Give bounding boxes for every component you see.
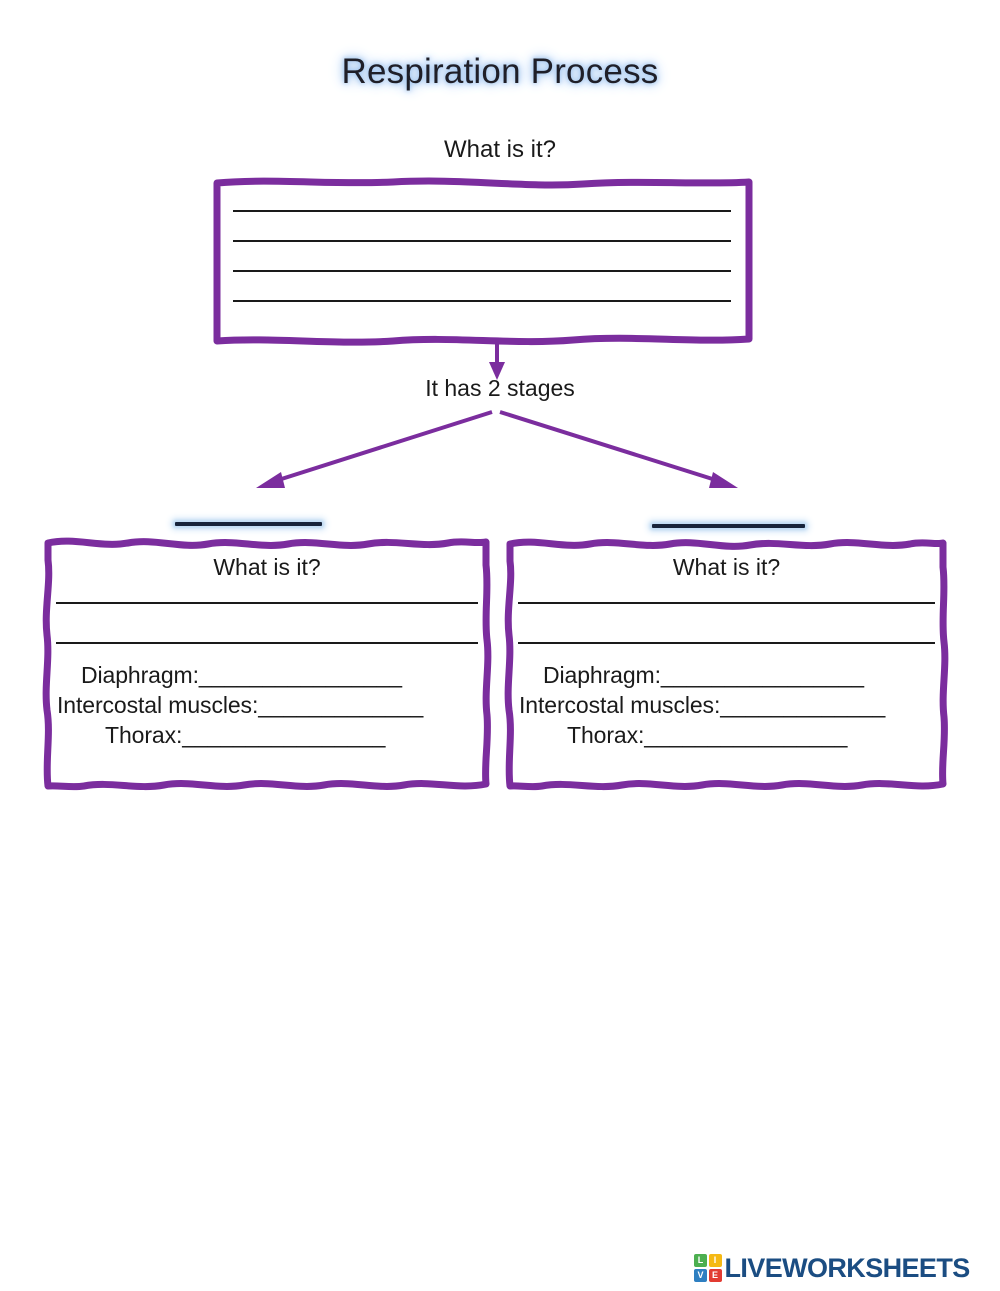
stage-left-field-intercostal-blank[interactable]: _____________ — [258, 692, 424, 719]
stage-right-field-thorax[interactable]: Thorax:________________ — [505, 720, 948, 750]
stage-right-field-diaphragm-label: Diaphragm: — [543, 662, 661, 688]
stage-left-field-thorax-label: Thorax: — [105, 722, 183, 749]
wavy-border-left-box — [42, 537, 492, 791]
stage-right-field-thorax-blank[interactable]: ________________ — [644, 722, 848, 749]
logo-tile-l: L — [694, 1254, 707, 1268]
arrow-down-icon — [489, 344, 505, 380]
stage-left-name-blank[interactable] — [175, 522, 322, 526]
stage-right-field-list: Diaphragm:________________ Intercostal m… — [505, 660, 948, 750]
stage-right-inner: What is it? Diaphragm:________________ I… — [505, 535, 948, 792]
stage-left-field-diaphragm[interactable]: Diaphragm:________________ — [43, 660, 491, 690]
stage-right-box[interactable]: What is it? Diaphragm:________________ I… — [504, 535, 949, 792]
stage-left-field-intercostal[interactable]: Intercostal muscles:_____________ — [43, 690, 491, 720]
answer-rule[interactable] — [233, 210, 731, 212]
answer-rule-list — [233, 210, 731, 330]
stage-left-inner: What is it? Diaphragm:________________ I… — [43, 535, 491, 792]
top-question-label: What is it? — [443, 136, 557, 163]
stage-right-field-diaphragm-blank[interactable]: ________________ — [660, 662, 864, 688]
stage-right-answer-rule[interactable] — [518, 602, 935, 604]
stage-right-field-intercostal-label: Intercostal muscles: — [519, 692, 721, 719]
answer-rule[interactable] — [233, 270, 731, 272]
stage-left-field-diaphragm-label: Diaphragm: — [81, 662, 199, 688]
liveworksheets-logo[interactable]: L I V E LIVEWORKSHEETS — [694, 1250, 970, 1286]
what-is-it-answer-box[interactable] — [213, 176, 753, 346]
stage-left-box[interactable]: What is it? Diaphragm:________________ I… — [42, 535, 492, 792]
stage-right-field-intercostal-blank[interactable]: _____________ — [720, 692, 886, 719]
wavy-border-right-box — [504, 538, 949, 791]
arrow-branch-left-icon — [256, 410, 493, 488]
answer-rule[interactable] — [233, 300, 731, 302]
wavy-border-top-box — [213, 177, 753, 346]
stage-right-name-blank[interactable] — [652, 524, 805, 528]
liveworksheets-logo-icon: L I V E — [694, 1254, 722, 1282]
stage-right-answer-rule[interactable] — [518, 642, 935, 644]
logo-tile-i: I — [708, 1254, 722, 1268]
stage-left-answer-rule[interactable] — [56, 602, 478, 604]
arrow-branch-right-icon — [499, 410, 738, 488]
stage-left-rule-list — [56, 602, 478, 682]
stage-left-field-intercostal-label: Intercostal muscles: — [57, 692, 259, 719]
logo-tile-e: E — [708, 1268, 722, 1282]
logo-tile-v: V — [694, 1268, 707, 1282]
stage-left-field-diaphragm-blank[interactable]: ________________ — [198, 662, 402, 688]
stage-left-question: What is it? — [213, 554, 321, 580]
answer-rule[interactable] — [233, 240, 731, 242]
stage-right-field-intercostal[interactable]: Intercostal muscles:_____________ — [505, 690, 948, 720]
stage-left-field-thorax-blank[interactable]: ________________ — [182, 722, 386, 749]
stage-left-field-list: Diaphragm:________________ Intercostal m… — [43, 660, 491, 750]
flow-arrow-group — [256, 344, 738, 488]
stage-left-field-thorax[interactable]: Thorax:________________ — [43, 720, 491, 750]
liveworksheets-wordmark: LIVEWORKSHEETS — [724, 1252, 971, 1283]
page-title: Respiration Process — [341, 52, 659, 91]
stage-right-field-diaphragm[interactable]: Diaphragm:________________ — [505, 660, 948, 690]
stage-left-answer-rule[interactable] — [56, 642, 478, 644]
top-box-inner — [213, 176, 753, 346]
stage-right-question: What is it? — [672, 554, 781, 580]
stage-right-field-thorax-label: Thorax: — [567, 722, 645, 749]
stage-right-rule-list — [518, 602, 935, 682]
stage-count-label: It has 2 stages — [425, 375, 575, 401]
